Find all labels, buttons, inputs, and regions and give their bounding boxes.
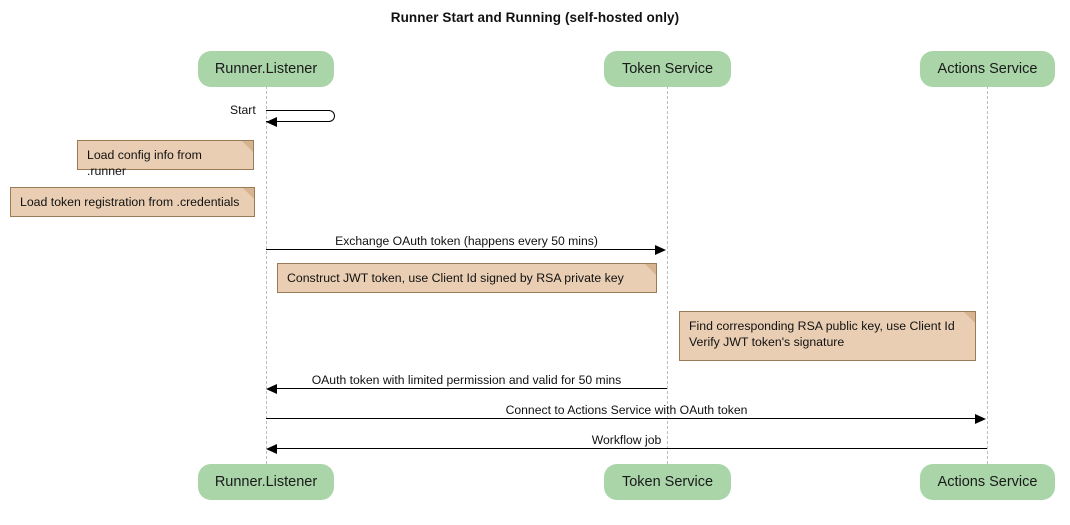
message-label-start: Start	[230, 103, 256, 117]
arrow-head-exchange-oauth	[655, 245, 666, 255]
arrow-line-workflow-job	[277, 448, 987, 449]
arrow-head-oauth-token-return	[266, 384, 277, 394]
message-label-oauth-token-return: OAuth token with limited permission and …	[311, 373, 622, 387]
note-text: Load token registration from .credential…	[20, 195, 240, 209]
lifeline-actions	[987, 86, 988, 464]
arrow-line-exchange-oauth	[266, 249, 656, 250]
note-verify-jwt: Find corresponding RSA public key, use C…	[679, 311, 976, 361]
self-loop-start	[266, 110, 335, 122]
participant-token-bottom[interactable]: Token Service	[604, 464, 731, 500]
lifeline-runner	[266, 86, 267, 464]
lifeline-token	[667, 86, 668, 464]
page-title: Runner Start and Running (self-hosted on…	[390, 10, 680, 25]
note-text-line-1: Find corresponding RSA public key, use C…	[689, 319, 955, 333]
message-label-workflow-job: Workflow job	[591, 433, 662, 447]
arrow-head-start	[266, 117, 277, 127]
arrow-head-connect-actions	[975, 414, 986, 424]
participant-label: Token Service	[621, 474, 714, 490]
participant-label: Actions Service	[937, 474, 1038, 490]
arrow-line-connect-actions	[266, 418, 976, 419]
message-label-connect-actions: Connect to Actions Service with OAuth to…	[505, 403, 748, 417]
participant-label: Runner.Listener	[214, 474, 318, 490]
arrow-line-oauth-token-return	[277, 388, 667, 389]
note-text: Construct JWT token, use Client Id signe…	[287, 271, 624, 285]
note-fold-icon	[242, 141, 253, 152]
participant-label: Runner.Listener	[214, 61, 318, 77]
participant-actions-bottom[interactable]: Actions Service	[920, 464, 1055, 500]
note-load-config: Load config info from .runner	[77, 140, 254, 178]
participant-token-top[interactable]: Token Service	[604, 51, 731, 87]
participant-label: Token Service	[621, 61, 714, 77]
participant-label: Actions Service	[937, 61, 1038, 77]
participant-actions-top[interactable]: Actions Service	[920, 51, 1055, 87]
message-label-exchange-oauth: Exchange OAuth token (happens every 50 m…	[335, 234, 598, 248]
arrow-head-workflow-job	[266, 444, 277, 454]
note-load-token-registration: Load token registration from .credential…	[10, 187, 255, 217]
participant-runner-top[interactable]: Runner.Listener	[198, 51, 334, 87]
note-construct-jwt: Construct JWT token, use Client Id signe…	[277, 263, 657, 293]
note-text: Load config info from .runner	[87, 148, 202, 178]
note-fold-icon	[645, 264, 656, 275]
note-fold-icon	[243, 188, 254, 199]
note-text-line-2: Verify JWT token's signature	[689, 335, 845, 349]
note-fold-icon	[964, 312, 975, 323]
participant-runner-bottom[interactable]: Runner.Listener	[198, 464, 334, 500]
